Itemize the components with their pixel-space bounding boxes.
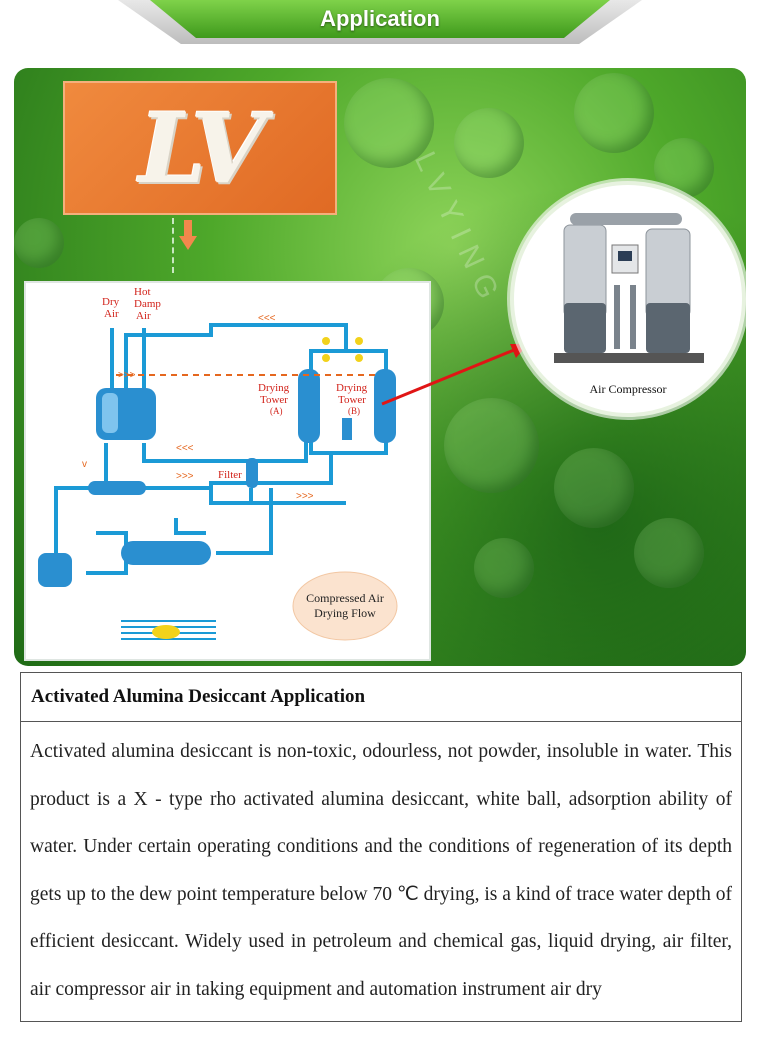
tower-a-label-line1: Drying xyxy=(258,382,290,394)
dry-air-label-line1: Dry xyxy=(102,296,120,308)
info-header-row: Activated Alumina Desiccant Application xyxy=(21,673,741,722)
background-bubble xyxy=(454,108,524,178)
header-banner: Application xyxy=(0,0,760,62)
lv-logo-text: LV xyxy=(138,91,266,205)
background-bubble xyxy=(14,218,64,268)
background-bubble xyxy=(554,448,634,528)
flow-chevrons: >>> xyxy=(296,491,314,502)
cooler-pipe xyxy=(216,488,273,555)
filter-label: Filter xyxy=(218,469,242,481)
compressor-caption: Air Compressor xyxy=(589,382,667,396)
flow-chevrons: <<< xyxy=(176,443,194,454)
filter-vessel xyxy=(246,458,258,488)
left-vertical-pipe xyxy=(54,443,108,553)
top-loop-pipe xyxy=(124,323,348,388)
down-arrow-stem xyxy=(184,220,192,237)
down-arrow-icon xyxy=(179,236,197,250)
drying-tower-a xyxy=(298,369,320,443)
background-bubble xyxy=(344,78,434,168)
center-pipe xyxy=(614,285,620,349)
flow-title-badge xyxy=(292,571,398,641)
return-pipe xyxy=(142,431,308,463)
mid-pipe xyxy=(209,453,333,488)
banner-title: Application xyxy=(320,6,440,31)
air-compressor-photo: Air Compressor xyxy=(510,181,746,417)
tower-valve xyxy=(342,418,352,440)
top-manifold xyxy=(570,213,682,225)
tank-highlight xyxy=(102,393,118,433)
air-drying-flow-diagram: >>> <<< <<< >>> >>> v Dry Air Hot Damp A… xyxy=(24,281,431,661)
compressor-base xyxy=(554,353,704,363)
fan-blade xyxy=(152,625,180,639)
application-info-table: Activated Alumina Desiccant Application … xyxy=(20,672,742,1022)
tower-b-label-line2: Tower xyxy=(338,394,366,406)
hot-damp-air-label-line3: Air xyxy=(136,310,151,322)
control-panel xyxy=(611,244,639,274)
info-description: Activated alumina desiccant is non-toxic… xyxy=(30,741,732,1000)
tower-b-label-line1: Drying xyxy=(336,382,368,394)
center-pipe xyxy=(630,285,636,349)
dashed-connector xyxy=(172,218,174,273)
right-tank-bottom xyxy=(646,303,690,353)
flow-chevrons: <<< xyxy=(258,313,276,324)
valve-icon xyxy=(355,354,363,362)
background-bubble xyxy=(444,398,539,493)
flow-chevrons: v xyxy=(82,459,87,470)
horizontal-separator xyxy=(88,481,146,495)
drying-tower-b xyxy=(374,369,396,443)
filter-pipe xyxy=(106,486,253,505)
tower-a-label-line2: Tower xyxy=(260,394,288,406)
info-title: Activated Alumina Desiccant Application xyxy=(31,686,366,707)
background-bubble xyxy=(474,538,534,598)
flow-chevrons: >>> xyxy=(176,471,194,482)
cooler-vessel xyxy=(121,541,211,565)
valve-icon xyxy=(322,337,330,345)
desiccant-logo-image: LV xyxy=(63,81,337,215)
hot-damp-air-label-line1: Hot xyxy=(134,286,151,298)
hot-damp-air-label-line2: Damp xyxy=(134,298,161,310)
control-screen xyxy=(618,251,632,261)
application-graphic-panel: LVYING LV xyxy=(14,68,746,666)
flow-diagram-svg: >>> <<< <<< >>> >>> v Dry Air Hot Damp A… xyxy=(38,286,398,641)
pump-vessel xyxy=(38,553,72,587)
flow-chevrons: >>> xyxy=(118,370,136,381)
left-tank-bottom xyxy=(564,303,606,353)
valve-icon xyxy=(355,337,363,345)
valve-pipe xyxy=(174,518,206,535)
compressor-illustration xyxy=(554,213,704,363)
flow-title-line2: Drying Flow xyxy=(314,606,376,620)
dry-air-label-line2: Air xyxy=(104,308,119,320)
tower-a-label-line3: (A) xyxy=(270,406,283,416)
valve-icon xyxy=(322,354,330,362)
background-bubble xyxy=(574,73,654,153)
banner-ribbon: Application xyxy=(150,0,610,38)
background-bubble xyxy=(634,518,704,588)
tower-b-label-line3: (B) xyxy=(348,406,360,416)
flow-title-line1: Compressed Air xyxy=(306,591,384,605)
